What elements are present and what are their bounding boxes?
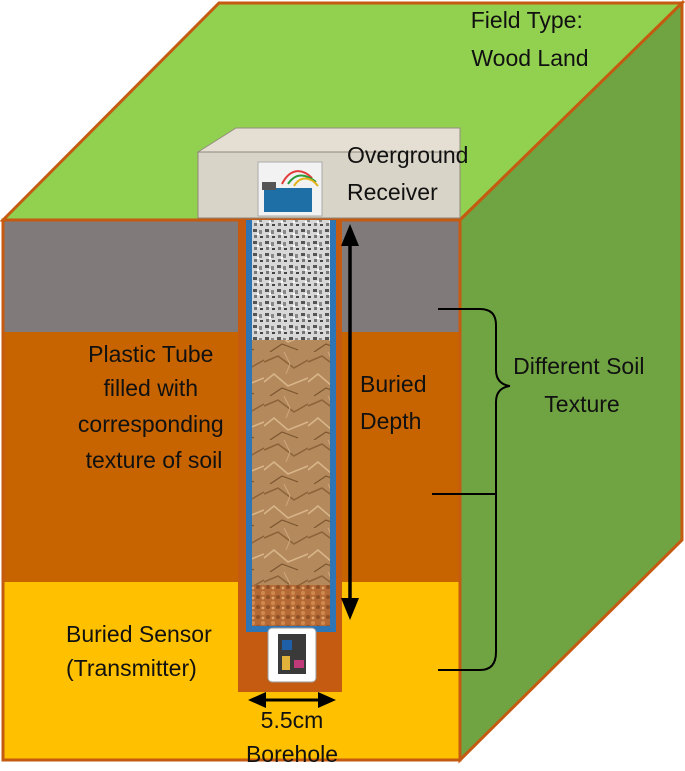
buried-depth-label: Buried Depth — [360, 371, 433, 434]
tube-soil-fill — [252, 340, 330, 585]
soil-layer-top — [3, 220, 460, 332]
front-face-outline — [1, 218, 462, 762]
tube-wall-left — [246, 220, 252, 632]
overground-receiver-box — [196, 127, 461, 219]
soil-texture-label: Different Soil Texture — [513, 353, 651, 417]
tube-label: Plastic Tube filled with corresponding t… — [78, 341, 230, 473]
arduino-board-icon — [257, 161, 323, 217]
soil-layer-middle — [3, 332, 460, 582]
tube-gravel-fill — [252, 220, 330, 340]
receiver-label: Overground Receiver — [347, 142, 475, 205]
tube-pebble-fill — [252, 585, 330, 626]
borehole-width-label: 5.5cm — [261, 707, 324, 733]
borehole-width-arrow — [248, 692, 336, 708]
tube-wall-right — [330, 220, 336, 632]
borehole-label: Borehole — [246, 741, 338, 767]
soil-texture-bracket — [432, 308, 511, 671]
soil-layer-bottom — [3, 582, 460, 760]
field-type-label: Field Type: Wood Land — [471, 7, 589, 71]
buried-depth-arrow — [341, 224, 359, 620]
buried-sensor-label: Buried Sensor (Transmitter) — [66, 621, 218, 681]
sensor-device-icon — [267, 627, 317, 683]
